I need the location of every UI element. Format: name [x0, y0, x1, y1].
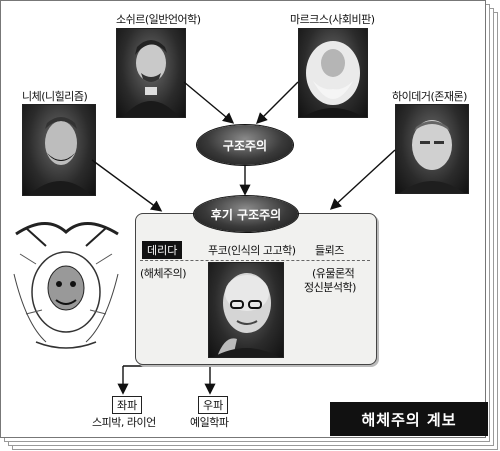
deleuze-label: 들뢰즈 [315, 244, 344, 257]
marx-portrait [298, 28, 368, 118]
derrida-label: 데리다 [142, 241, 183, 259]
right-branch-tag: 우파 [198, 396, 229, 414]
divider-dashed [140, 260, 370, 261]
nietzsche-label: 니체(니힐리즘) [22, 90, 88, 103]
left-branch-tag: 좌파 [112, 396, 143, 414]
post-structuralism-node: 후기 구조주의 [194, 196, 298, 232]
nietzsche-portrait [22, 104, 96, 196]
foucault-portrait [208, 262, 284, 358]
foucault-label: 푸코(인식의 고고학) [208, 244, 296, 257]
derrida-sketch [6, 214, 126, 354]
heidegger-portrait [395, 104, 469, 194]
left-branch-names: 스피박, 라이언 [92, 416, 156, 429]
right-branch-names: 예일학파 [190, 416, 229, 429]
marx-label: 마르크스(사회비판) [290, 13, 375, 26]
saussure-portrait [116, 28, 186, 118]
saussure-label: 소쉬르(일반언어학) [116, 13, 201, 26]
heidegger-label: 하이데거(존재론) [392, 90, 467, 103]
deleuze-subtitle-line1: (유물론적 [312, 267, 355, 280]
deleuze-subtitle-line2: 정신분석학) [304, 281, 356, 294]
structuralism-node: 구조주의 [197, 125, 293, 165]
diagram-title: 해체주의 계보 [330, 402, 488, 436]
derrida-subtitle: (해체주의) [140, 267, 187, 280]
